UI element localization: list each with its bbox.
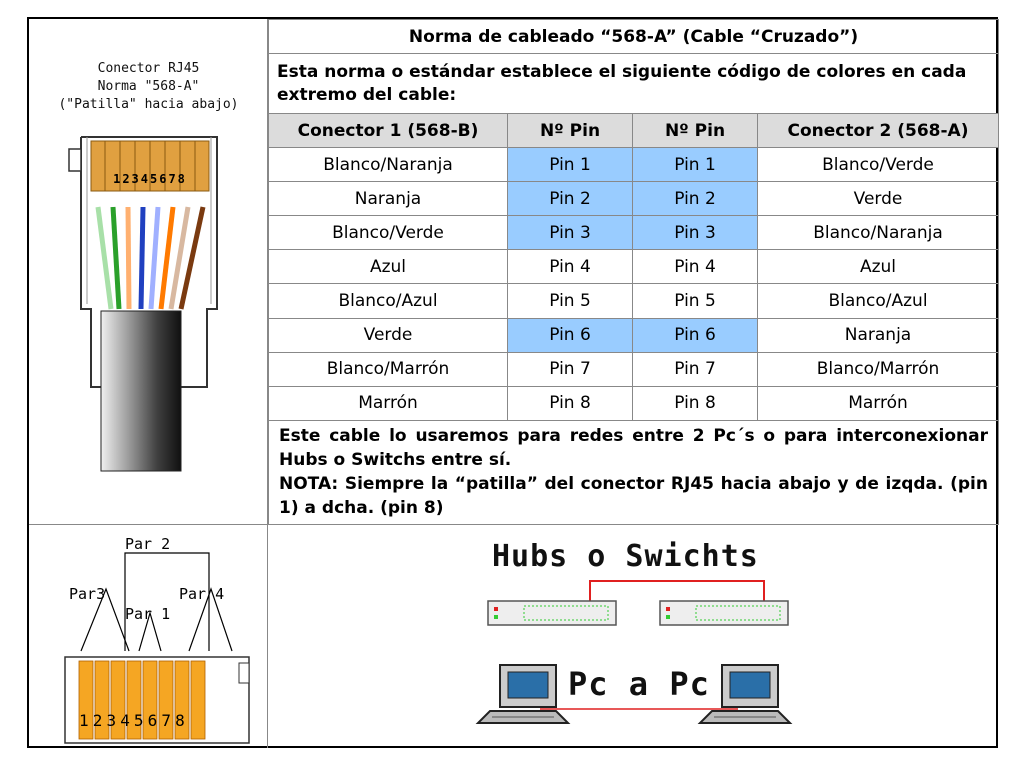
par1-label: Par 1 xyxy=(125,605,171,623)
connector-caption-line1: Conector RJ45 xyxy=(97,61,200,76)
par4-label: Par 4 xyxy=(179,585,225,603)
usage-text: Este cable lo usaremos para redes entre … xyxy=(279,426,988,471)
pin-number-2: Pin 8 xyxy=(632,385,758,421)
pairs-diagram xyxy=(64,552,250,744)
connector-1-color: Blanco/Marrón xyxy=(268,351,508,387)
pin-number-1: Pin 8 xyxy=(507,385,633,421)
pair-pin-numbers: 12345678 xyxy=(79,711,189,730)
gold-contacts xyxy=(90,140,210,192)
connector-1-color: Naranja xyxy=(268,181,508,217)
cable-standard-table: Norma de cableado “568-A” (Cable “Cruzad… xyxy=(268,18,999,526)
table-intro: Esta norma o estándar establece el sigui… xyxy=(268,53,999,115)
pin-number-2: Pin 6 xyxy=(632,317,758,353)
pin-number-1: Pin 2 xyxy=(507,181,633,217)
hubs-title: Hubs o Swichts xyxy=(492,539,759,574)
pairs-diagram-cell: Par 2 Par3 Par 4 Par 1 12345678 xyxy=(29,525,268,748)
pin-number-1: Pin 1 xyxy=(507,147,633,183)
pin-number-1: Pin 3 xyxy=(507,215,633,251)
connector-2-color: Marrón xyxy=(757,385,999,421)
connector-1-color: Blanco/Naranja xyxy=(268,147,508,183)
table-header-row: Conector 1 (568-B) Nº Pin Nº Pin Conecto… xyxy=(268,113,999,149)
connector-2-color: Blanco/Verde xyxy=(757,147,999,183)
connector-2-color: Blanco/Naranja xyxy=(757,215,999,251)
computer-left-icon xyxy=(475,664,571,724)
nota-text: NOTA: Siempre la “patilla” del conector … xyxy=(279,474,988,519)
colored-wires xyxy=(95,206,206,310)
usage-note-cell: Este cable lo usaremos para redes entre … xyxy=(268,419,999,526)
connector-illustration-cell: Conector RJ45 Norma "568-A" ("Patilla" h… xyxy=(29,19,268,525)
table-row: Blanco/Naranja Pin 1 Pin 1 Blanco/Verde xyxy=(268,147,999,183)
rj45-connector-drawing xyxy=(68,136,218,472)
column-header-connector-1: Conector 1 (568-B) xyxy=(268,113,508,149)
connector-1-color: Azul xyxy=(268,249,508,285)
connector-pin-numbers: 12345678 xyxy=(113,172,187,186)
column-header-pin-2: Nº Pin xyxy=(632,113,758,149)
pin-number-2: Pin 5 xyxy=(632,283,758,319)
connector-1-color: Verde xyxy=(268,317,508,353)
pin-number-2: Pin 1 xyxy=(632,147,758,183)
connector-1-color: Blanco/Verde xyxy=(268,215,508,251)
connector-1-color: Blanco/Azul xyxy=(268,283,508,319)
pin-number-1: Pin 4 xyxy=(507,249,633,285)
table-row: Blanco/Verde Pin 3 Pin 3 Blanco/Naranja xyxy=(268,215,999,251)
document-frame: Conector RJ45 Norma "568-A" ("Patilla" h… xyxy=(27,17,999,748)
hub-left xyxy=(487,600,617,626)
table-title: Norma de cableado “568-A” (Cable “Cruzad… xyxy=(268,18,999,55)
hub-right xyxy=(659,600,789,626)
connector-2-color: Blanco/Marrón xyxy=(757,351,999,387)
orange-pins xyxy=(78,660,206,740)
connector-caption-line3: ("Patilla" hacia abajo) xyxy=(58,97,239,112)
table-row: Blanco/Marrón Pin 7 Pin 7 Blanco/Marrón xyxy=(268,351,999,387)
connector-2-color: Azul xyxy=(757,249,999,285)
computer-right-icon xyxy=(697,664,793,724)
pin-number-1: Pin 5 xyxy=(507,283,633,319)
table-row: Azul Pin 4 Pin 4 Azul xyxy=(268,249,999,285)
pin-number-2: Pin 7 xyxy=(632,351,758,387)
table-row: Marrón Pin 8 Pin 8 Marrón xyxy=(268,385,999,421)
connector-2-color: Blanco/Azul xyxy=(757,283,999,319)
table-row: Blanco/Azul Pin 5 Pin 5 Blanco/Azul xyxy=(268,283,999,319)
par2-label: Par 2 xyxy=(125,535,171,553)
connector-2-color: Naranja xyxy=(757,317,999,353)
pin-number-2: Pin 3 xyxy=(632,215,758,251)
pin-number-1: Pin 7 xyxy=(507,351,633,387)
pin-number-2: Pin 2 xyxy=(632,181,758,217)
table-row: Verde Pin 6 Pin 6 Naranja xyxy=(268,317,999,353)
pin-number-2: Pin 4 xyxy=(632,249,758,285)
network-diagram xyxy=(475,580,793,724)
network-diagram-cell: Hubs o Swichts xyxy=(268,525,998,748)
table-row: Naranja Pin 2 Pin 2 Verde xyxy=(268,181,999,217)
par3-label: Par3 xyxy=(69,585,106,603)
column-header-pin-1: Nº Pin xyxy=(507,113,633,149)
connector-1-color: Marrón xyxy=(268,385,508,421)
connector-caption-line2: Norma "568-A" xyxy=(97,79,200,94)
pin-number-1: Pin 6 xyxy=(507,317,633,353)
column-header-connector-2: Conector 2 (568-A) xyxy=(757,113,999,149)
connector-2-color: Verde xyxy=(757,181,999,217)
pc-title: Pc a Pc xyxy=(568,665,710,703)
